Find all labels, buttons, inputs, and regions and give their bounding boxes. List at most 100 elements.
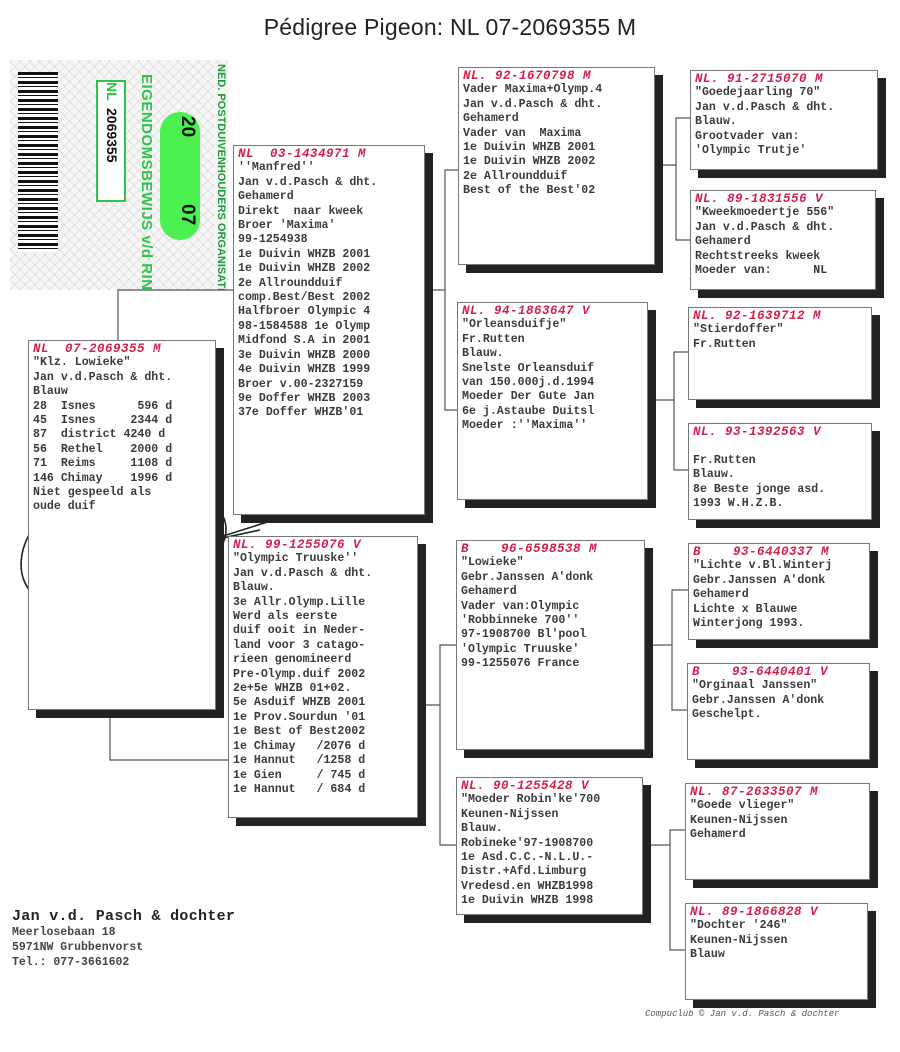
pedigree-line: Gebr.Janssen A'donk <box>693 573 826 587</box>
breeder-address: Meerlosebaan 18 <box>12 926 116 939</box>
pedigree-line: Geschelpt. <box>692 708 762 722</box>
ring-number-header: NL. 99-1255076 V <box>233 538 362 552</box>
pedigree-line: Vredesd.en WHZB1998 <box>461 879 594 893</box>
pedigree-line: Gehamerd <box>461 585 517 599</box>
connector-subject-dam <box>109 716 228 761</box>
pedigree-line: Gebr.Janssen A'donk <box>692 693 825 707</box>
ring-number-header: NL. 87-2633507 M <box>690 785 819 799</box>
pedigree-line: Moeder :''Maxima'' <box>462 419 588 433</box>
year-badge <box>160 112 200 240</box>
pedigree-line: Fr.Rutten <box>462 332 525 346</box>
pedigree-line: Niet gespeeld als <box>33 486 152 500</box>
ring-number-header: NL. 93-1392563 V <box>693 425 822 439</box>
pedigree-line: duif ooit in Neder- <box>233 624 366 638</box>
pedigree-line: Jan v.d.Pasch & dht. <box>695 220 835 234</box>
pedigree-box-dam: NL. 99-1255076 V"Olympic Truuske''Jan v.… <box>228 536 418 818</box>
pedigree-line: Moeder van: NL <box>695 264 828 278</box>
connector-gen3-d <box>651 829 685 951</box>
pedigree-line: "Goede vlieger" <box>690 799 795 813</box>
pedigree-line: Jan v.d.Pasch & dht. <box>238 175 378 189</box>
pedigree-box-dd-sire: NL. 87-2633507 M"Goede vlieger"Keunen-Ni… <box>685 783 870 880</box>
pedigree-line: Blauw. <box>233 581 275 595</box>
pedigree-line: 1e Duivin WHZB 2002 <box>463 155 596 169</box>
pedigree-box-ds-dam: B 93-6440401 V"Orginaal Janssen"Gebr.Jan… <box>687 663 870 760</box>
pedigree-line: 99-1254938 <box>238 233 308 247</box>
pedigree-line: 2e Allroundduif <box>463 169 568 183</box>
connector-gen3-b <box>656 351 688 471</box>
pedigree-line: 'Olympic Truuske' <box>461 642 580 656</box>
ring-number-header: NL. 89-1831556 V <box>695 192 824 206</box>
pedigree-box-sire-dam: NL. 94-1863647 V"Orleansduifje"Fr.Rutten… <box>457 302 648 500</box>
pedigree-line: 5e Asduif WHZB 2001 <box>233 696 366 710</box>
pedigree-line: comp.Best/Best 2002 <box>238 291 371 305</box>
breeder-info: Jan v.d. Pasch & dochter Meerlosebaan 18… <box>12 908 235 970</box>
pedigree-line: Blauw <box>33 385 68 399</box>
pedigree-line: Rechtstreeks kweek <box>695 249 821 263</box>
pedigree-line: Werd als eerste <box>233 610 338 624</box>
pedigree-line: Jan v.d.Pasch & dht. <box>463 97 603 111</box>
pedigree-line: 146 Chimay 1996 d <box>33 471 173 485</box>
pedigree-line: Vader van Maxima <box>463 126 582 140</box>
pedigree-line: Distr.+Afd.Limburg <box>461 865 587 879</box>
pedigree-line: 3e Allr.Olymp.Lille <box>233 595 366 609</box>
pedigree-line: 1e Prov.Sourdun '01 <box>233 710 366 724</box>
pedigree-line: Robineke'97-1908700 <box>461 836 594 850</box>
pedigree-line: 1e Duivin WHZB 2001 <box>463 141 596 155</box>
ring-number-header: NL. 90-1255428 V <box>461 779 590 793</box>
ring-number-header: B 93-6440401 V <box>692 665 829 679</box>
connector-sire-parents <box>432 169 458 411</box>
pedigree-line: land voor 3 catago- <box>233 638 366 652</box>
pedigree-line: "Klz. Lowieke" <box>33 356 131 370</box>
page-title: Pédigree Pigeon: NL 07-2069355 M <box>263 14 637 40</box>
pedigree-line: 1e Duivin WHZB 2002 <box>238 262 371 276</box>
pedigree-line: 71 Reims 1108 d <box>33 457 173 471</box>
pedigree-line: Grootvader van: <box>695 129 800 143</box>
pedigree-line: "Dochter '246" <box>690 919 788 933</box>
pedigree-line: 9e Doffer WHZB 2003 <box>238 391 371 405</box>
ring-number-header: NL 03-1434971 M <box>238 147 367 161</box>
barcode <box>18 72 58 252</box>
breeder-phone: Tel.: 077-3661602 <box>12 956 130 969</box>
ring-number-box <box>96 80 126 202</box>
pedigree-line: 1e Hannut /1258 d <box>233 754 366 768</box>
breeder-name: Jan v.d. Pasch & dochter <box>12 908 236 925</box>
pedigree-line: 37e Doffer WHZB'01 <box>238 406 364 420</box>
pedigree-line: 97-1908700 Bl'pool <box>461 628 587 642</box>
pedigree-line: oude duif <box>33 500 96 514</box>
pedigree-line: 98-1584588 1e Olymp <box>238 319 371 333</box>
pedigree-line: Midfond S.A in 2001 <box>238 334 371 348</box>
pedigree-line: Best of the Best'02 <box>463 184 596 198</box>
pedigree-line: Fr.Rutten <box>693 453 756 467</box>
pedigree-line: Vader Maxima+Olymp.4 <box>463 83 603 97</box>
pedigree-line: "Stierdoffer" <box>693 323 784 337</box>
ring-number-header: NL. 94-1863647 V <box>462 304 591 318</box>
pedigree-line: 2e Allroundduif <box>238 276 343 290</box>
ring-ownership-card: NED. POSTDUIVENHOUDERS ORGANISATIE EIGEN… <box>10 60 228 290</box>
pedigree-line: Blauw. <box>461 822 503 836</box>
pedigree-line: Blauw. <box>462 347 504 361</box>
connector-gen3-c <box>653 589 688 711</box>
breeder-city: 5971NW Grubbenvorst <box>12 941 144 954</box>
pedigree-line: Jan v.d.Pasch & dht. <box>695 100 835 114</box>
pedigree-line: Gehamerd <box>238 190 294 204</box>
pedigree-line: "Orleansduifje" <box>462 318 567 332</box>
pedigree-box-subject: NL 07-2069355 M"Klz. Lowieke"Jan v.d.Pas… <box>28 340 216 710</box>
pedigree-line: Halfbroer Olympic 4 <box>238 305 371 319</box>
pedigree-line: van 150.000j.d.1994 <box>462 376 595 390</box>
ring-number-header: NL. 89-1866828 V <box>690 905 819 919</box>
pedigree-line: 'Robbinneke 700'' <box>461 614 580 628</box>
pedigree-line: Jan v.d.Pasch & dht. <box>233 566 373 580</box>
pedigree-line: "Moeder Robin'ke'700 <box>461 793 601 807</box>
pedigree-line: 1e Chimay /2076 d <box>233 739 366 753</box>
pedigree-line: "Orginaal Janssen" <box>692 679 818 693</box>
pedigree-line: Gehamerd <box>690 828 746 842</box>
pedigree-line: Gehamerd <box>695 235 751 249</box>
pedigree-line: 'Olympic Trutje' <box>695 144 807 158</box>
pedigree-line: Broer 'Maxima' <box>238 219 336 233</box>
pedigree-line: Winterjong 1993. <box>693 617 805 631</box>
